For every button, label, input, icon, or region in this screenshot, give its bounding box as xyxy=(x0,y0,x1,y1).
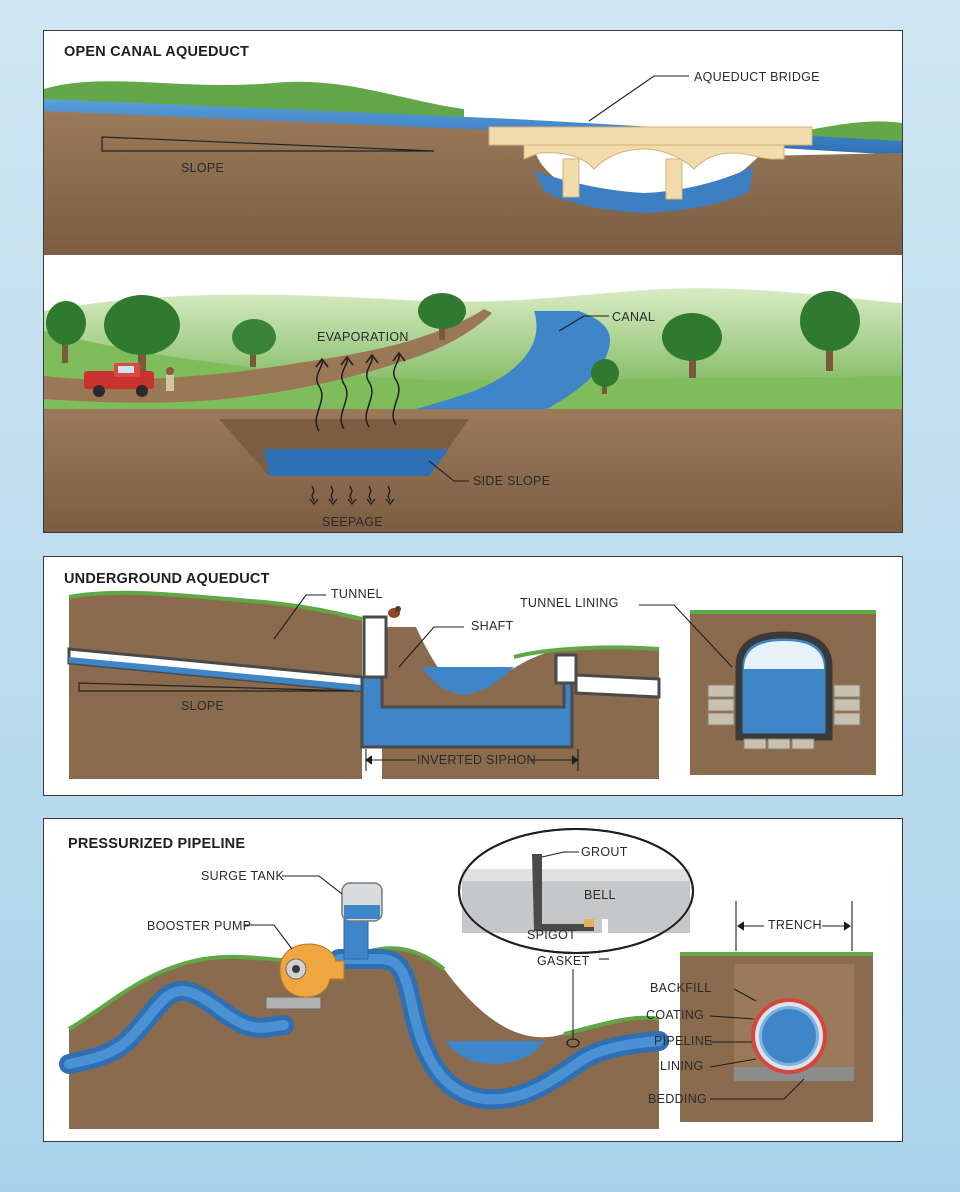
pipe-water xyxy=(762,1009,816,1063)
pipeline-panel: PRESSURIZED PIPELINE SURGE TANK BOOSTER … xyxy=(43,818,903,1142)
bird-icon xyxy=(388,606,401,618)
shaft-left xyxy=(362,615,388,679)
shaft-right xyxy=(554,653,578,685)
tunnel-water xyxy=(69,657,362,691)
bridge-pier-right xyxy=(665,158,683,200)
leader-lines-2 xyxy=(273,594,733,668)
tunnel-label: TUNNEL xyxy=(331,587,383,601)
grass-left xyxy=(68,590,363,621)
pipeline-grass xyxy=(68,946,446,1031)
tree-2 xyxy=(46,301,86,363)
slope-wedge xyxy=(101,136,435,152)
valley-water xyxy=(422,667,514,695)
valley-water-pipeline xyxy=(446,1041,544,1064)
soil-landscape xyxy=(44,409,902,532)
evaporation-label: EVAPORATION xyxy=(317,330,409,344)
pipeline-label: PIPELINE xyxy=(654,1034,713,1048)
dirt-road xyxy=(44,309,492,403)
open-canal-illustration xyxy=(44,75,902,532)
canal-trench-water xyxy=(264,449,449,476)
bridge-water xyxy=(534,166,754,213)
slope-label-underground: SLOPE xyxy=(181,699,225,713)
surge-tank-icon xyxy=(341,882,383,960)
tree-6 xyxy=(800,291,860,371)
soil-top-section xyxy=(44,111,902,255)
siphon-dimension xyxy=(365,749,579,771)
slope-label-top: SLOPE xyxy=(181,161,225,175)
tunnel-right xyxy=(574,673,661,699)
bedding-label: BEDDING xyxy=(648,1092,708,1106)
slope-wedge-2 xyxy=(78,682,355,692)
underground-illustration xyxy=(67,590,876,779)
bridge-arches xyxy=(523,144,785,170)
evaporation-arrows xyxy=(315,351,406,432)
stone-blocks xyxy=(707,684,861,750)
side-slope-label: SIDE SLOPE xyxy=(473,474,551,488)
red-truck xyxy=(84,363,154,397)
tunnel-lining-label: TUNNEL LINING xyxy=(520,596,619,610)
leader-lines xyxy=(428,75,689,482)
surge-tank-label: SURGE TANK xyxy=(201,869,285,883)
bridge-deck xyxy=(488,126,813,146)
bedding-gravel xyxy=(734,1067,854,1081)
aqueduct-bridge-label: AQUEDUCT BRIDGE xyxy=(694,70,820,84)
worker xyxy=(166,367,174,391)
gasket-label: GASKET xyxy=(537,954,590,968)
open-canal-panel: OPEN CANAL AQUEDUCT AQUEDUCT BRIDGE SLOP… xyxy=(43,30,903,533)
trench-dimension xyxy=(735,901,853,951)
shaft-label: SHAFT xyxy=(471,619,514,633)
bridge-pier-left xyxy=(562,158,580,198)
main-pipeline-highlight xyxy=(64,954,664,1105)
tree-5 xyxy=(662,313,722,378)
joint-detail xyxy=(458,828,694,954)
panel-divider xyxy=(44,255,902,263)
trench-label: TRENCH xyxy=(768,918,822,932)
inverted-siphon-label: INVERTED SIPHON xyxy=(417,753,536,767)
booster-pump-label: BOOSTER PUMP xyxy=(147,919,252,933)
pipeline-illustration xyxy=(59,828,873,1129)
canal-label: CANAL xyxy=(612,310,656,324)
spigot-label: SPIGOT xyxy=(527,928,577,942)
tree-1 xyxy=(104,295,180,371)
booster-pump-icon xyxy=(265,943,345,1010)
lining-label: LINING xyxy=(660,1059,704,1073)
tree-7 xyxy=(591,359,619,394)
grass-right xyxy=(513,645,660,659)
field-foreground xyxy=(44,331,902,431)
grout-label: GROUT xyxy=(581,845,628,859)
underground-panel: UNDERGROUND AQUEDUCT TUNNEL SHAFT TUNNEL… xyxy=(43,556,903,796)
coating-label: COATING xyxy=(646,1008,705,1022)
open-canal-title: OPEN CANAL AQUEDUCT xyxy=(64,44,250,60)
pipeline-soil xyxy=(69,948,659,1129)
backfill-label: BACKFILL xyxy=(650,981,712,995)
lining-air xyxy=(744,641,824,669)
leader-lines-3 xyxy=(244,851,805,1100)
pipeline-grass-right xyxy=(563,1015,660,1036)
tree-3 xyxy=(232,319,276,367)
seepage-label: SEEPAGE xyxy=(322,515,383,529)
soil-left xyxy=(69,592,362,779)
underground-title: UNDERGROUND AQUEDUCT xyxy=(64,571,270,587)
tree-4 xyxy=(418,293,466,340)
pipeline-title: PRESSURIZED PIPELINE xyxy=(68,836,246,852)
bell-label: BELL xyxy=(584,888,616,902)
seepage-arrows xyxy=(309,485,395,506)
